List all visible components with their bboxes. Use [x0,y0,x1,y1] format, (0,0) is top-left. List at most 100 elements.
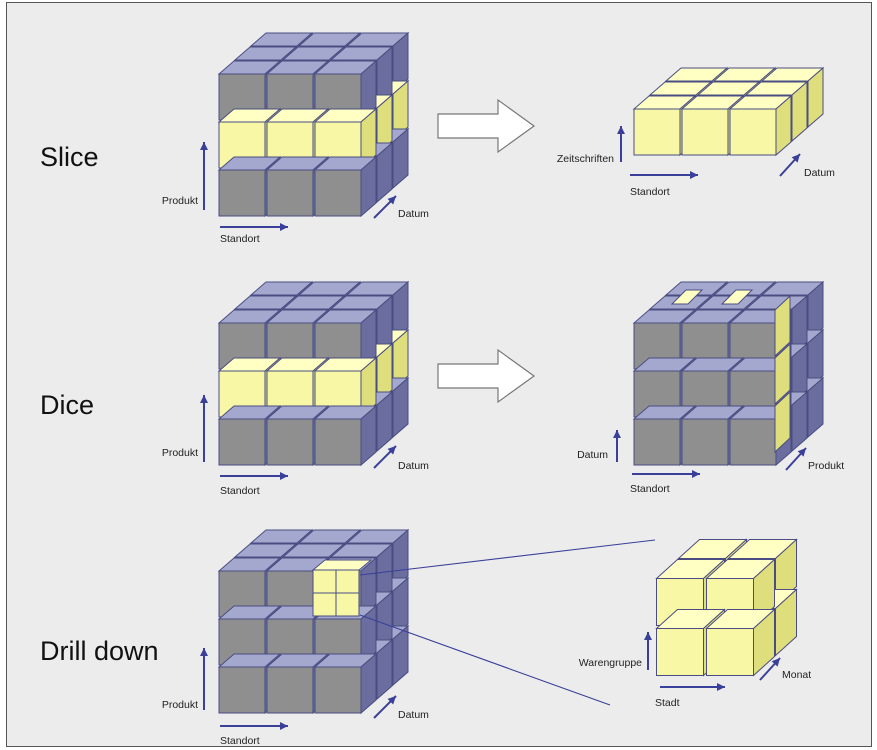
axis-arrowhead [690,171,698,179]
drill-source-cube [217,528,410,715]
cell-front-face [218,666,266,714]
axis-arrowhead [617,126,625,134]
horizontal-axis-arrow [220,223,288,231]
depth-axis-arrow [373,445,397,469]
axis-label-horizontal: Standort [220,485,260,497]
horizontal-axis-arrow [660,683,725,691]
slice-result-cube [632,66,825,157]
horizontal-axis-arrow [632,470,700,478]
axis-label-depth: Produkt [808,460,844,472]
cube-cell [313,155,378,218]
axis-label-vertical: Datum [577,449,608,461]
drill-result-cube [655,538,798,677]
axis-arrowhead [280,722,288,730]
drill-highlighted-cell [311,559,373,617]
axis-label-vertical: Produkt [162,447,198,459]
axis-label-depth: Datum [398,709,429,721]
axis-arrowhead [797,448,806,457]
axis-arrowhead [771,658,780,667]
axis-arrowhead [613,430,621,438]
cell-front-face [266,418,314,466]
cell-front-face [218,418,266,466]
axis-arrowhead [791,154,800,163]
highlighted-cell [705,608,776,677]
horizontal-axis-arrow [220,722,288,730]
highlighted-cell [311,559,373,571]
axis-label-depth: Datum [804,167,835,179]
dice-source-cube [217,280,410,467]
axis-label-depth: Datum [398,460,429,472]
axis-label-depth: Monat [782,669,811,681]
cell-front-face [681,108,729,156]
highlighted-cell [774,294,791,358]
cube-cell [313,404,378,467]
axis-arrowhead [280,223,288,231]
highlighted-cell [728,94,793,157]
axis-label-vertical: Zeitschriften [557,153,614,165]
cell-front-face [681,418,729,466]
axis-label-horizontal: Standort [220,233,260,245]
section-title-drill-down: Drill down [40,636,159,666]
vertical-axis-arrow [200,142,208,210]
depth-axis-arrow [373,195,397,219]
slice-source-cube [217,31,410,218]
vertical-axis-arrow [200,648,208,710]
axis-arrowhead [387,446,396,455]
axis-label-vertical: Produkt [162,195,198,207]
axis-arrowhead [717,683,725,691]
axis-label-vertical: Produkt [162,699,198,711]
section-title-slice: Slice [40,142,99,172]
axis-label-horizontal: Standort [630,483,670,495]
cell-front-face [314,666,362,714]
cell-front-face [633,108,681,156]
arrows-layer [200,98,807,730]
drill-zoom-line [359,539,656,576]
vertical-axis-arrow [200,395,208,462]
horizontal-axis-arrow [630,171,698,179]
cell-front-face [706,628,754,676]
horizontal-axis-arrow [220,472,288,480]
axis-arrowhead [644,632,652,640]
cell-front-face [729,108,777,156]
axis-label-depth: Datum [398,208,429,220]
highlighted-cell [720,289,754,305]
dice-transform-arrow [437,348,536,404]
axis-arrowhead [200,648,208,656]
depth-axis-arrow [785,447,807,471]
axis-arrowhead [387,696,396,705]
highlighted-cell [774,342,791,406]
axis-label-horizontal: Stadt [655,697,680,709]
cell-front-face [656,628,704,676]
cell-front-face [266,169,314,217]
section-title-dice: Dice [40,390,94,420]
vertical-axis-arrow [613,430,621,462]
axis-label-horizontal: Standort [630,186,670,198]
axis-arrowhead [692,470,700,478]
cell-front-face [266,666,314,714]
depth-axis-arrow [373,695,397,719]
cube-cell [313,652,378,715]
cube-cell [313,308,378,371]
vertical-axis-arrow [644,632,652,670]
depth-axis-arrow [759,657,781,681]
axis-arrowhead [387,196,396,205]
axis-label-vertical: Warengruppe [579,657,642,669]
drill-zoom-line [359,614,611,706]
cubes-layer [217,31,825,715]
dice-result-cube [632,280,825,467]
vertical-axis-arrow [617,126,625,162]
cell-front-face [729,418,777,466]
axis-label-horizontal: Standort [220,735,260,747]
depth-axis-arrow [779,153,801,177]
axis-arrowhead [200,142,208,150]
highlighted-cell [774,390,791,454]
cell-front-face [633,418,681,466]
dice-result-highlights [670,289,791,454]
axis-arrowhead [280,472,288,480]
cell-front-face [314,418,362,466]
slice-transform-arrow [437,98,536,154]
axis-arrowhead [200,395,208,403]
cell-front-face [218,169,266,217]
